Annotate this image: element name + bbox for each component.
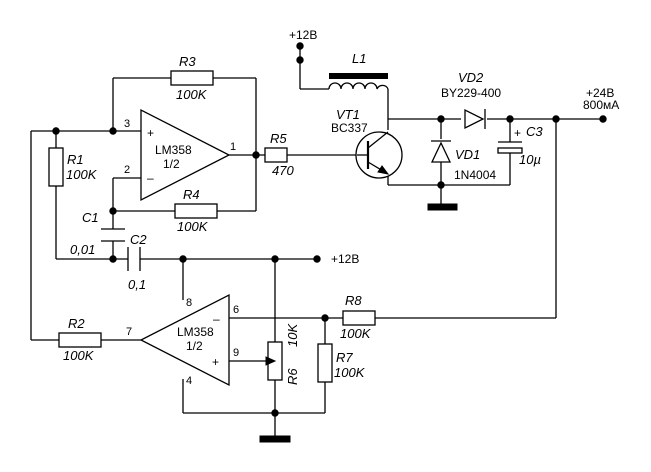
resistor-r2: R2 100K	[58, 316, 102, 363]
r7-value: 100K	[334, 365, 366, 380]
c3-ref: C3	[526, 124, 543, 139]
resistor-r5: R5 470	[264, 131, 294, 178]
junction-dots	[52, 56, 560, 417]
opamp-1: + – LM358 1/2 3 2 1	[124, 108, 236, 202]
opamp-2-plus-sign: +	[212, 355, 219, 369]
inductor-l1: L1	[328, 51, 389, 90]
r2-value: 100K	[63, 348, 95, 363]
opamp-2-name: LM358	[177, 325, 214, 339]
resistor-r3: R3 100K	[170, 54, 214, 102]
vt1-ref: VT1	[336, 107, 360, 122]
wires	[30, 46, 604, 437]
opamp-2-unit: 1/2	[186, 339, 203, 353]
c1-value: 0,01	[70, 242, 95, 257]
c1-ref: C1	[82, 210, 99, 225]
resistor-r1: R1 100K	[48, 147, 98, 187]
vd1-type: 1N4004	[454, 168, 496, 182]
opamp-2: – + LM358 1/2 8 4 6 9 7	[126, 293, 239, 387]
opamp-1-minus-sign: –	[147, 171, 154, 185]
resistor-r8: R8 100K	[340, 293, 376, 341]
r4-ref: R4	[183, 187, 200, 202]
ground-top	[427, 203, 458, 211]
c2-value: 0,1	[128, 277, 146, 292]
diode-vd1: VD1 1N4004	[430, 140, 496, 182]
terminals	[296, 42, 607, 263]
opamp-1-unit: 1/2	[163, 157, 180, 171]
capacitor-c2: C2 0,1	[127, 232, 147, 292]
opamp-1-pin-2: 2	[124, 164, 130, 176]
r7-ref: R7	[336, 350, 353, 365]
c3-polarity: +	[514, 126, 521, 140]
r3-ref: R3	[179, 54, 196, 69]
opamp-2-pin-4: 4	[186, 375, 192, 387]
supply-labels: +12В +12В +24В 800мА	[289, 28, 619, 266]
potentiometer-r6: R6 10K	[265, 323, 300, 385]
terminal-24v-out	[599, 115, 607, 123]
label-12v-mid: +12В	[331, 252, 359, 266]
diode-vd2: VD2 BY229-400	[441, 70, 501, 130]
transistor-vt1: VT1 BC337	[331, 107, 403, 179]
r4-value: 100K	[177, 219, 209, 234]
opamp-1-name: LM358	[155, 143, 192, 157]
r6-value: 10K	[285, 323, 300, 347]
vd1-ref: VD1	[455, 147, 480, 162]
resistor-r7: R7 100K	[317, 343, 366, 383]
opamp-2-minus-sign: –	[213, 312, 220, 326]
r8-ref: R8	[345, 293, 362, 308]
r5-value: 470	[272, 163, 294, 178]
resistor-r4: R4 100K	[174, 187, 218, 234]
r1-value: 100K	[66, 167, 98, 182]
opamp-2-pin-9: 9	[233, 347, 239, 359]
c2-ref: C2	[130, 232, 147, 247]
ground-symbols	[259, 203, 458, 443]
vd2-type: BY229-400	[441, 86, 501, 100]
r5-ref: R5	[270, 131, 287, 146]
label-800ma: 800мА	[583, 98, 619, 112]
r8-value: 100K	[340, 326, 372, 341]
ground-bottom	[259, 435, 291, 443]
r6-ref: R6	[285, 368, 300, 385]
c3-value: 10µ	[519, 152, 541, 167]
opamp-2-pin-7: 7	[126, 326, 132, 338]
label-24v: +24В	[586, 86, 614, 100]
terminal-12v-mid	[313, 255, 321, 263]
r2-ref: R2	[68, 316, 85, 331]
opamp-2-pin-8: 8	[186, 297, 192, 309]
capacitor-c3: + C3 10µ	[497, 124, 543, 167]
vd2-ref: VD2	[458, 70, 484, 85]
label-12v-top: +12В	[289, 28, 317, 42]
opamp-1-pin-3: 3	[124, 118, 130, 130]
vt1-type: BC337	[331, 121, 368, 135]
opamp-1-plus-sign: +	[147, 126, 154, 140]
l1-ref: L1	[352, 51, 366, 66]
capacitor-c1: C1 0,01	[70, 210, 125, 257]
opamp-2-pin-6: 6	[233, 304, 239, 316]
terminal-12v-top	[296, 42, 304, 50]
r1-ref: R1	[67, 152, 84, 167]
opamp-1-pin-1: 1	[230, 141, 236, 153]
r3-value: 100K	[176, 87, 208, 102]
